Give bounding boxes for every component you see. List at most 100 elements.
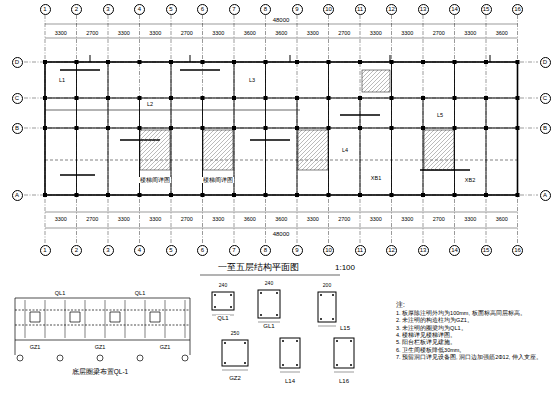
- dimension: 3300: [306, 30, 320, 36]
- axis-number: 9: [295, 6, 298, 12]
- grid-axis-bubble: 10: [323, 4, 334, 15]
- dimension: 3300: [54, 30, 68, 36]
- axis-number: 8: [264, 6, 267, 12]
- grid-axis-bubble: 15: [481, 4, 492, 15]
- note-line: 6. 卫生间楼板降低30mm。: [396, 347, 556, 354]
- axis-number: 11: [357, 247, 363, 253]
- notes-heading: 注:: [396, 301, 556, 310]
- dimension: 2700: [432, 216, 446, 222]
- note-line: 5. 阳台栏板详见建施。: [396, 339, 556, 346]
- axis-number: 2: [75, 247, 78, 253]
- grid-axis-bubble: 13: [418, 245, 429, 256]
- axis-number: 10: [325, 6, 332, 12]
- member-label: L5: [436, 112, 444, 118]
- axis-number: 14: [451, 6, 458, 12]
- dimension: 3300: [148, 216, 162, 222]
- dimension: 200: [322, 283, 332, 289]
- axis-number: 12: [388, 247, 395, 253]
- grid-axis-bubble: 3: [103, 4, 114, 15]
- grid-axis-bubble: 6: [197, 4, 208, 15]
- grid-axis-bubble: 2: [71, 245, 82, 256]
- note-line: 3. 未注明的圈梁均为QL1。: [396, 325, 556, 332]
- note-line: 7. 预留洞口详见设备图, 洞口边加强筋2Φ12, 伸入支座。: [396, 354, 556, 361]
- grid-axis-bubble: 9: [292, 245, 303, 256]
- member-label: 楼梯间详图: [202, 177, 234, 183]
- grid-axis-bubble: 9: [292, 4, 303, 15]
- axis-number: 10: [325, 247, 332, 253]
- section-label: L14: [284, 378, 296, 385]
- dimension: 3600: [495, 30, 509, 36]
- grid-axis-bubble: 2: [71, 4, 82, 15]
- dimension: 3600: [243, 216, 257, 222]
- member-label: GZ1: [29, 344, 42, 350]
- axis-number: 9: [295, 247, 298, 253]
- axis-number: 16: [514, 247, 521, 253]
- grid-axis-bubble: 1: [40, 245, 51, 256]
- grid-axis-bubble: A: [540, 190, 551, 201]
- dimension: 240: [264, 281, 274, 287]
- dimension: 2700: [180, 30, 194, 36]
- axis-number: 12: [388, 6, 395, 12]
- general-notes: 注:1. 板厚除注明外均为100mm, 板面标高同层标高。2. 未注明的构造柱均…: [396, 301, 556, 362]
- member-label: L2: [146, 101, 154, 107]
- drawing-title: 一至五层结构平面图: [217, 263, 300, 272]
- grid-axis-bubble: D: [540, 57, 551, 68]
- axis-number: 11: [357, 6, 363, 12]
- axis-number: 6: [201, 247, 204, 253]
- grid-axis-bubble: 14: [449, 4, 460, 15]
- member-label: QL1: [54, 290, 66, 296]
- grid-axis-bubble: 14: [449, 245, 460, 256]
- dimension: 3300: [211, 30, 225, 36]
- axis-number: B: [15, 125, 19, 131]
- dimension: 48000: [272, 231, 291, 238]
- dimension: 3300: [148, 30, 162, 36]
- grid-axis-bubble: 8: [260, 4, 271, 15]
- dimension: 3300: [400, 30, 414, 36]
- member-label: XB2: [464, 177, 476, 183]
- grid-axis-bubble: 12: [386, 245, 397, 256]
- member-label: QL1: [134, 290, 146, 296]
- grid-axis-bubble: 4: [134, 245, 145, 256]
- axis-number: A: [15, 192, 19, 198]
- axis-number: 5: [169, 6, 172, 12]
- grid-axis-bubble: 12: [386, 4, 397, 15]
- detail-caption: 底层圈梁布置QL-1: [71, 368, 129, 375]
- dimension: 3600: [243, 30, 257, 36]
- grid-axis-bubble: 1: [40, 4, 51, 15]
- member-label: 楼梯间详图: [139, 177, 171, 183]
- axis-number: C: [543, 95, 547, 101]
- axis-number: 7: [232, 6, 235, 12]
- axis-number: B: [543, 125, 547, 131]
- axis-number: 2: [75, 6, 78, 12]
- note-line: 1. 板厚除注明外均为100mm, 板面标高同层标高。: [396, 310, 556, 317]
- section-label: QL1: [216, 315, 229, 322]
- dimension: 250: [230, 331, 240, 337]
- grid-axis-bubble: 13: [418, 4, 429, 15]
- dimension: 3600: [274, 30, 288, 36]
- dimension: 3300: [463, 216, 477, 222]
- grid-axis-bubble: C: [540, 93, 551, 104]
- axis-number: 13: [420, 247, 427, 253]
- grid-axis-bubble: B: [12, 123, 23, 134]
- axis-number: 16: [514, 6, 521, 12]
- grid-axis-bubble: 4: [134, 4, 145, 15]
- member-label: XB1: [370, 175, 382, 181]
- dimension: 3300: [117, 216, 131, 222]
- grid-axis-bubble: 8: [260, 245, 271, 256]
- grid-axis-bubble: 10: [323, 245, 334, 256]
- dimension: 3300: [369, 30, 383, 36]
- dimension: 3600: [274, 216, 288, 222]
- dimension: 48000: [272, 17, 291, 24]
- grid-axis-bubble: C: [12, 93, 23, 104]
- grid-axis-bubble: 15: [481, 245, 492, 256]
- grid-axis-bubble: 16: [512, 4, 523, 15]
- dimension: 2700: [337, 30, 351, 36]
- member-label: GZ1: [94, 344, 107, 350]
- grid-axis-bubble: 3: [103, 245, 114, 256]
- note-line: 4. 楼梯详见楼梯详图。: [396, 332, 556, 339]
- dimension: 2700: [432, 30, 446, 36]
- axis-number: D: [543, 59, 547, 65]
- section-label: L16: [338, 378, 350, 385]
